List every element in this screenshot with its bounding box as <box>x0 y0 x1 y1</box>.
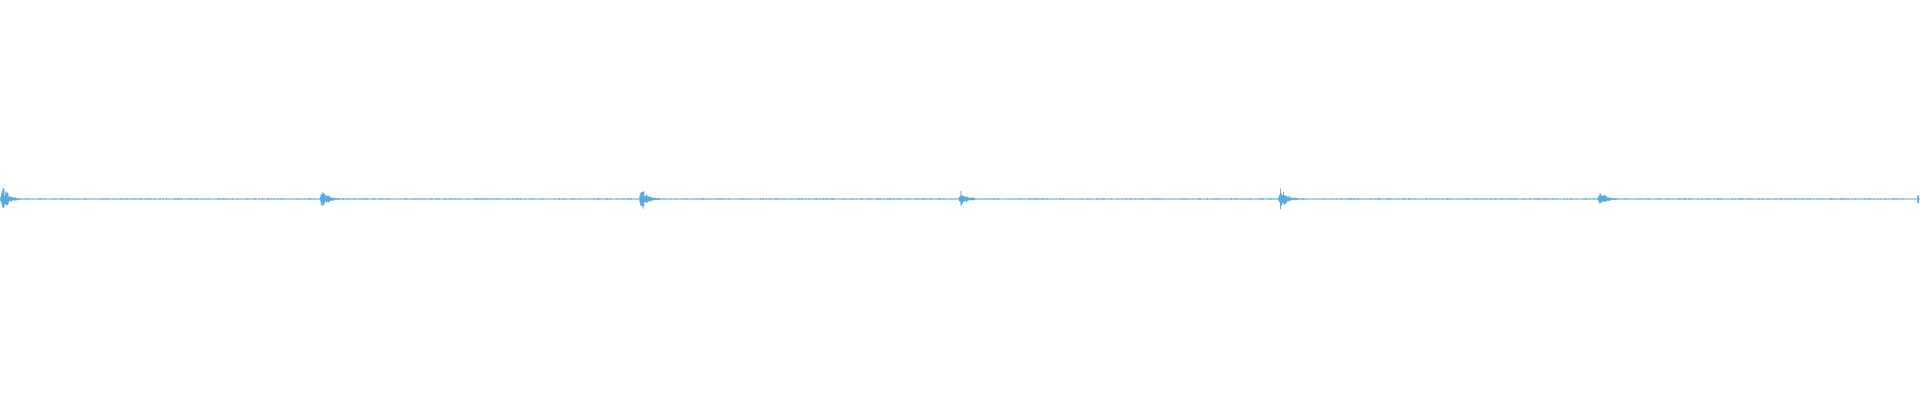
waveform-burst-5 <box>1597 193 1620 204</box>
waveform-burst-0 <box>0 188 23 209</box>
waveform-burst-6 <box>1917 195 1920 204</box>
waveform-burst-2 <box>639 191 662 209</box>
waveform-burst-4 <box>1278 188 1301 210</box>
waveform-bursts <box>0 188 1920 210</box>
waveform-burst-1 <box>319 192 342 206</box>
waveform-burst-3 <box>958 191 981 206</box>
